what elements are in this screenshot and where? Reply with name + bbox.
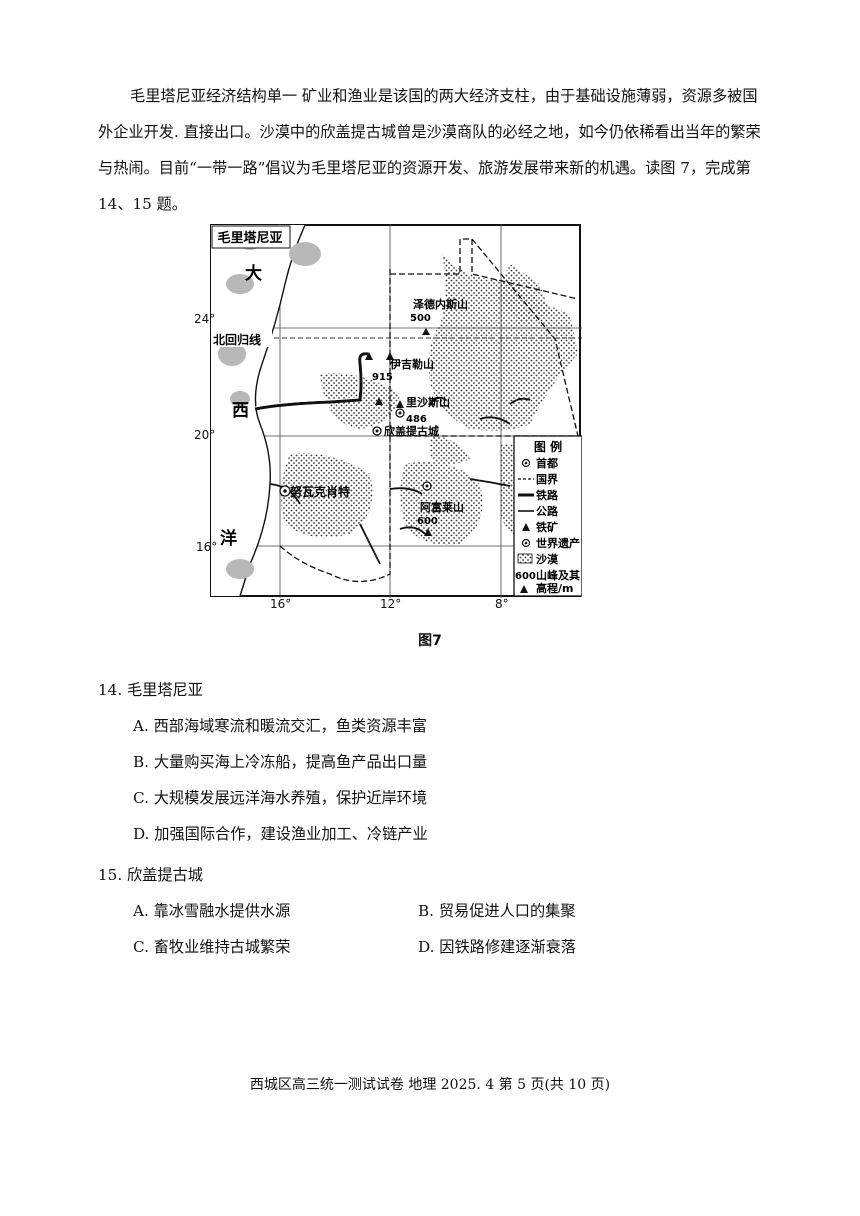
q15-option-a: A. 靠冰雪融水提供水源 — [133, 902, 291, 920]
ocean-char-2: 西 — [232, 401, 249, 421]
figure-caption: 图7 — [418, 633, 442, 649]
peak-ijill-icon — [386, 352, 394, 360]
page-footer: 西城区高三统一测试试卷 地理 2025. 4 第 5 页(共 10 页) — [249, 1077, 611, 1093]
legend-capital-dot — [524, 461, 528, 465]
place-ijill: 伊吉勒山 — [389, 357, 434, 371]
intro-line-2: 外企业开发. 直接出口。沙漠中的欣盖提古城曾是沙漠商队的必经之地，如今仍依稀看出… — [98, 123, 761, 141]
place-aghazer-elev: 600 — [417, 516, 438, 527]
legend-heritage-dot — [524, 541, 528, 545]
capital-dot — [283, 489, 287, 493]
mauritania-map: 毛里塔尼亚 大 西 洋 北回归线 泽德内斯山 500 伊吉勒山 915 里沙斯山… — [210, 224, 582, 598]
intro-line-4: 14、15 题。 — [98, 195, 188, 213]
map-svg: 毛里塔尼亚 大 西 洋 北回归线 泽德内斯山 500 伊吉勒山 915 里沙斯山… — [210, 224, 582, 598]
q15-option-c: C. 畜牧业维持古城繁荣 — [133, 938, 291, 956]
q14-option-c: C. 大规模发展远洋海水养殖，保护近岸环境 — [133, 789, 428, 807]
lat-label-16: 16° — [196, 540, 218, 554]
legend-item-capital: 首都 — [536, 456, 558, 470]
ocean-char-1: 大 — [245, 263, 262, 284]
place-lishasi: 里沙斯山 — [406, 395, 450, 409]
legend-item-road: 公路 — [536, 504, 559, 518]
q14-option-d: D. 加强国际合作，建设渔业加工、冷链产业 — [133, 825, 428, 843]
legend-peak-label-1: 山峰及其 — [536, 568, 580, 582]
intro-passage: 毛里塔尼亚经济结构单一 矿业和渔业是该国的两大经济支柱，由于基础设施薄弱，资源多… — [98, 78, 770, 222]
railway-line — [254, 352, 369, 411]
lon-label-8: 8° — [495, 597, 509, 611]
intro-line-1: 毛里塔尼亚经济结构单一 矿业和渔业是该国的两大经济支柱，由于基础设施薄弱，资源多… — [130, 87, 758, 105]
heritage-dot-1 — [398, 411, 402, 415]
legend-iron-icon — [522, 523, 530, 531]
iron-mine-icon — [365, 352, 373, 360]
heritage-dot-2 — [425, 484, 429, 488]
q14-option-b: B. 大量购买海上冷冻船，提高鱼产品出口量 — [133, 753, 428, 771]
peak-zemmour-icon — [422, 328, 430, 335]
place-nouakchott: 努瓦克肖特 — [290, 484, 350, 499]
place-ijill-elev: 915 — [372, 372, 393, 383]
map-title: 毛里塔尼亚 — [217, 230, 282, 246]
intro-line-3: 与热闹。目前“一带一路”倡议为毛里塔尼亚的资源开发、旅游发展带来新的机遇。读图 … — [98, 159, 751, 177]
ocean-area — [211, 225, 305, 596]
tropic-label-bg — [212, 331, 272, 347]
legend-item-border: 国界 — [536, 473, 558, 486]
place-chinguetti: 欣盖提古城 — [384, 424, 439, 438]
legend-item-heritage: 世界遗产 — [536, 536, 580, 550]
q14-stem: 14. 毛里塔尼亚 — [98, 681, 203, 699]
legend-peak-value: 600 — [515, 571, 536, 582]
legend-peak-label-2: 高程/m — [536, 581, 573, 595]
lat-label-24: 24° — [194, 312, 216, 326]
peak-lishasi-icon — [396, 400, 404, 408]
ocean-char-3: 洋 — [220, 528, 237, 549]
place-zemmour: 泽德内斯山 — [413, 297, 468, 311]
legend-desert-icon — [517, 553, 533, 564]
peak-aghazer-icon — [424, 528, 432, 536]
coastline — [239, 224, 306, 597]
legend-item-iron: 铁矿 — [536, 520, 558, 534]
legend-item-desert: 沙漠 — [536, 552, 559, 566]
place-aghazer: 阿富莱山 — [420, 500, 464, 514]
roads — [269, 396, 531, 565]
lon-label-12: 12° — [380, 597, 402, 611]
q14-option-a: A. 西部海域寒流和暖流交汇，鱼类资源丰富 — [133, 717, 427, 735]
iron-mine-icon-2 — [375, 397, 383, 405]
railway-inner — [254, 351, 367, 408]
place-lishasi-elev: 486 — [406, 414, 427, 425]
tropic-label: 北回归线 — [213, 332, 261, 347]
q15-stem: 15. 欣盖提古城 — [98, 866, 203, 884]
q15-option-d: D. 因铁路修建逐渐衰落 — [418, 938, 576, 956]
heritage-dot-chinguetti — [375, 429, 379, 433]
legend-title: 图 例 — [534, 439, 562, 454]
legend-peak-icon — [520, 585, 528, 593]
legend-item-railway: 铁路 — [536, 488, 559, 502]
map-title-box — [211, 225, 291, 249]
place-zemmour-elev: 500 — [410, 313, 431, 324]
lat-label-20: 20° — [194, 428, 216, 442]
q15-option-b: B. 贸易促进人口的集聚 — [418, 902, 576, 920]
lon-label-16: 16° — [270, 597, 292, 611]
legend-group: 图 例 首都 国界 铁路 公路 铁矿 世界遗产 沙漠 600 山峰及其 高程/m — [513, 435, 582, 597]
national-border — [279, 238, 579, 583]
